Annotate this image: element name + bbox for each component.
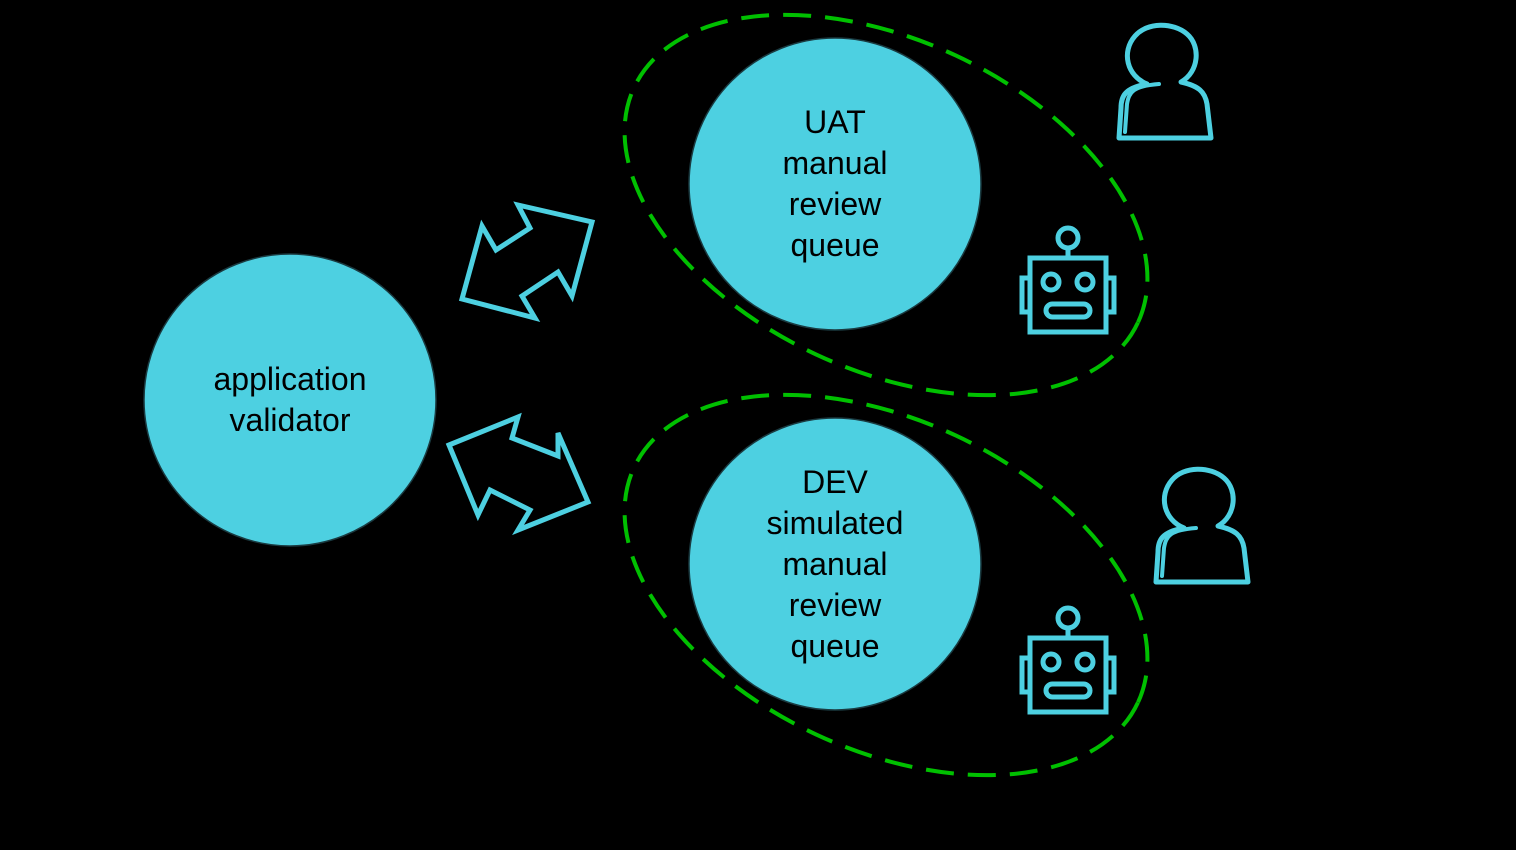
robot-icon [1022, 608, 1114, 712]
robot-icon [1022, 228, 1114, 332]
dev-group-outline [622, 392, 1150, 778]
application-validator-node [143, 253, 437, 547]
person-icon [1119, 25, 1211, 138]
double-arrow-icon [458, 201, 596, 322]
person-icon [1156, 469, 1248, 582]
double-arrow-icon [445, 412, 592, 536]
dev-queue-node [688, 417, 982, 711]
uat-group-outline [622, 12, 1150, 398]
uat-queue-node [688, 37, 982, 331]
